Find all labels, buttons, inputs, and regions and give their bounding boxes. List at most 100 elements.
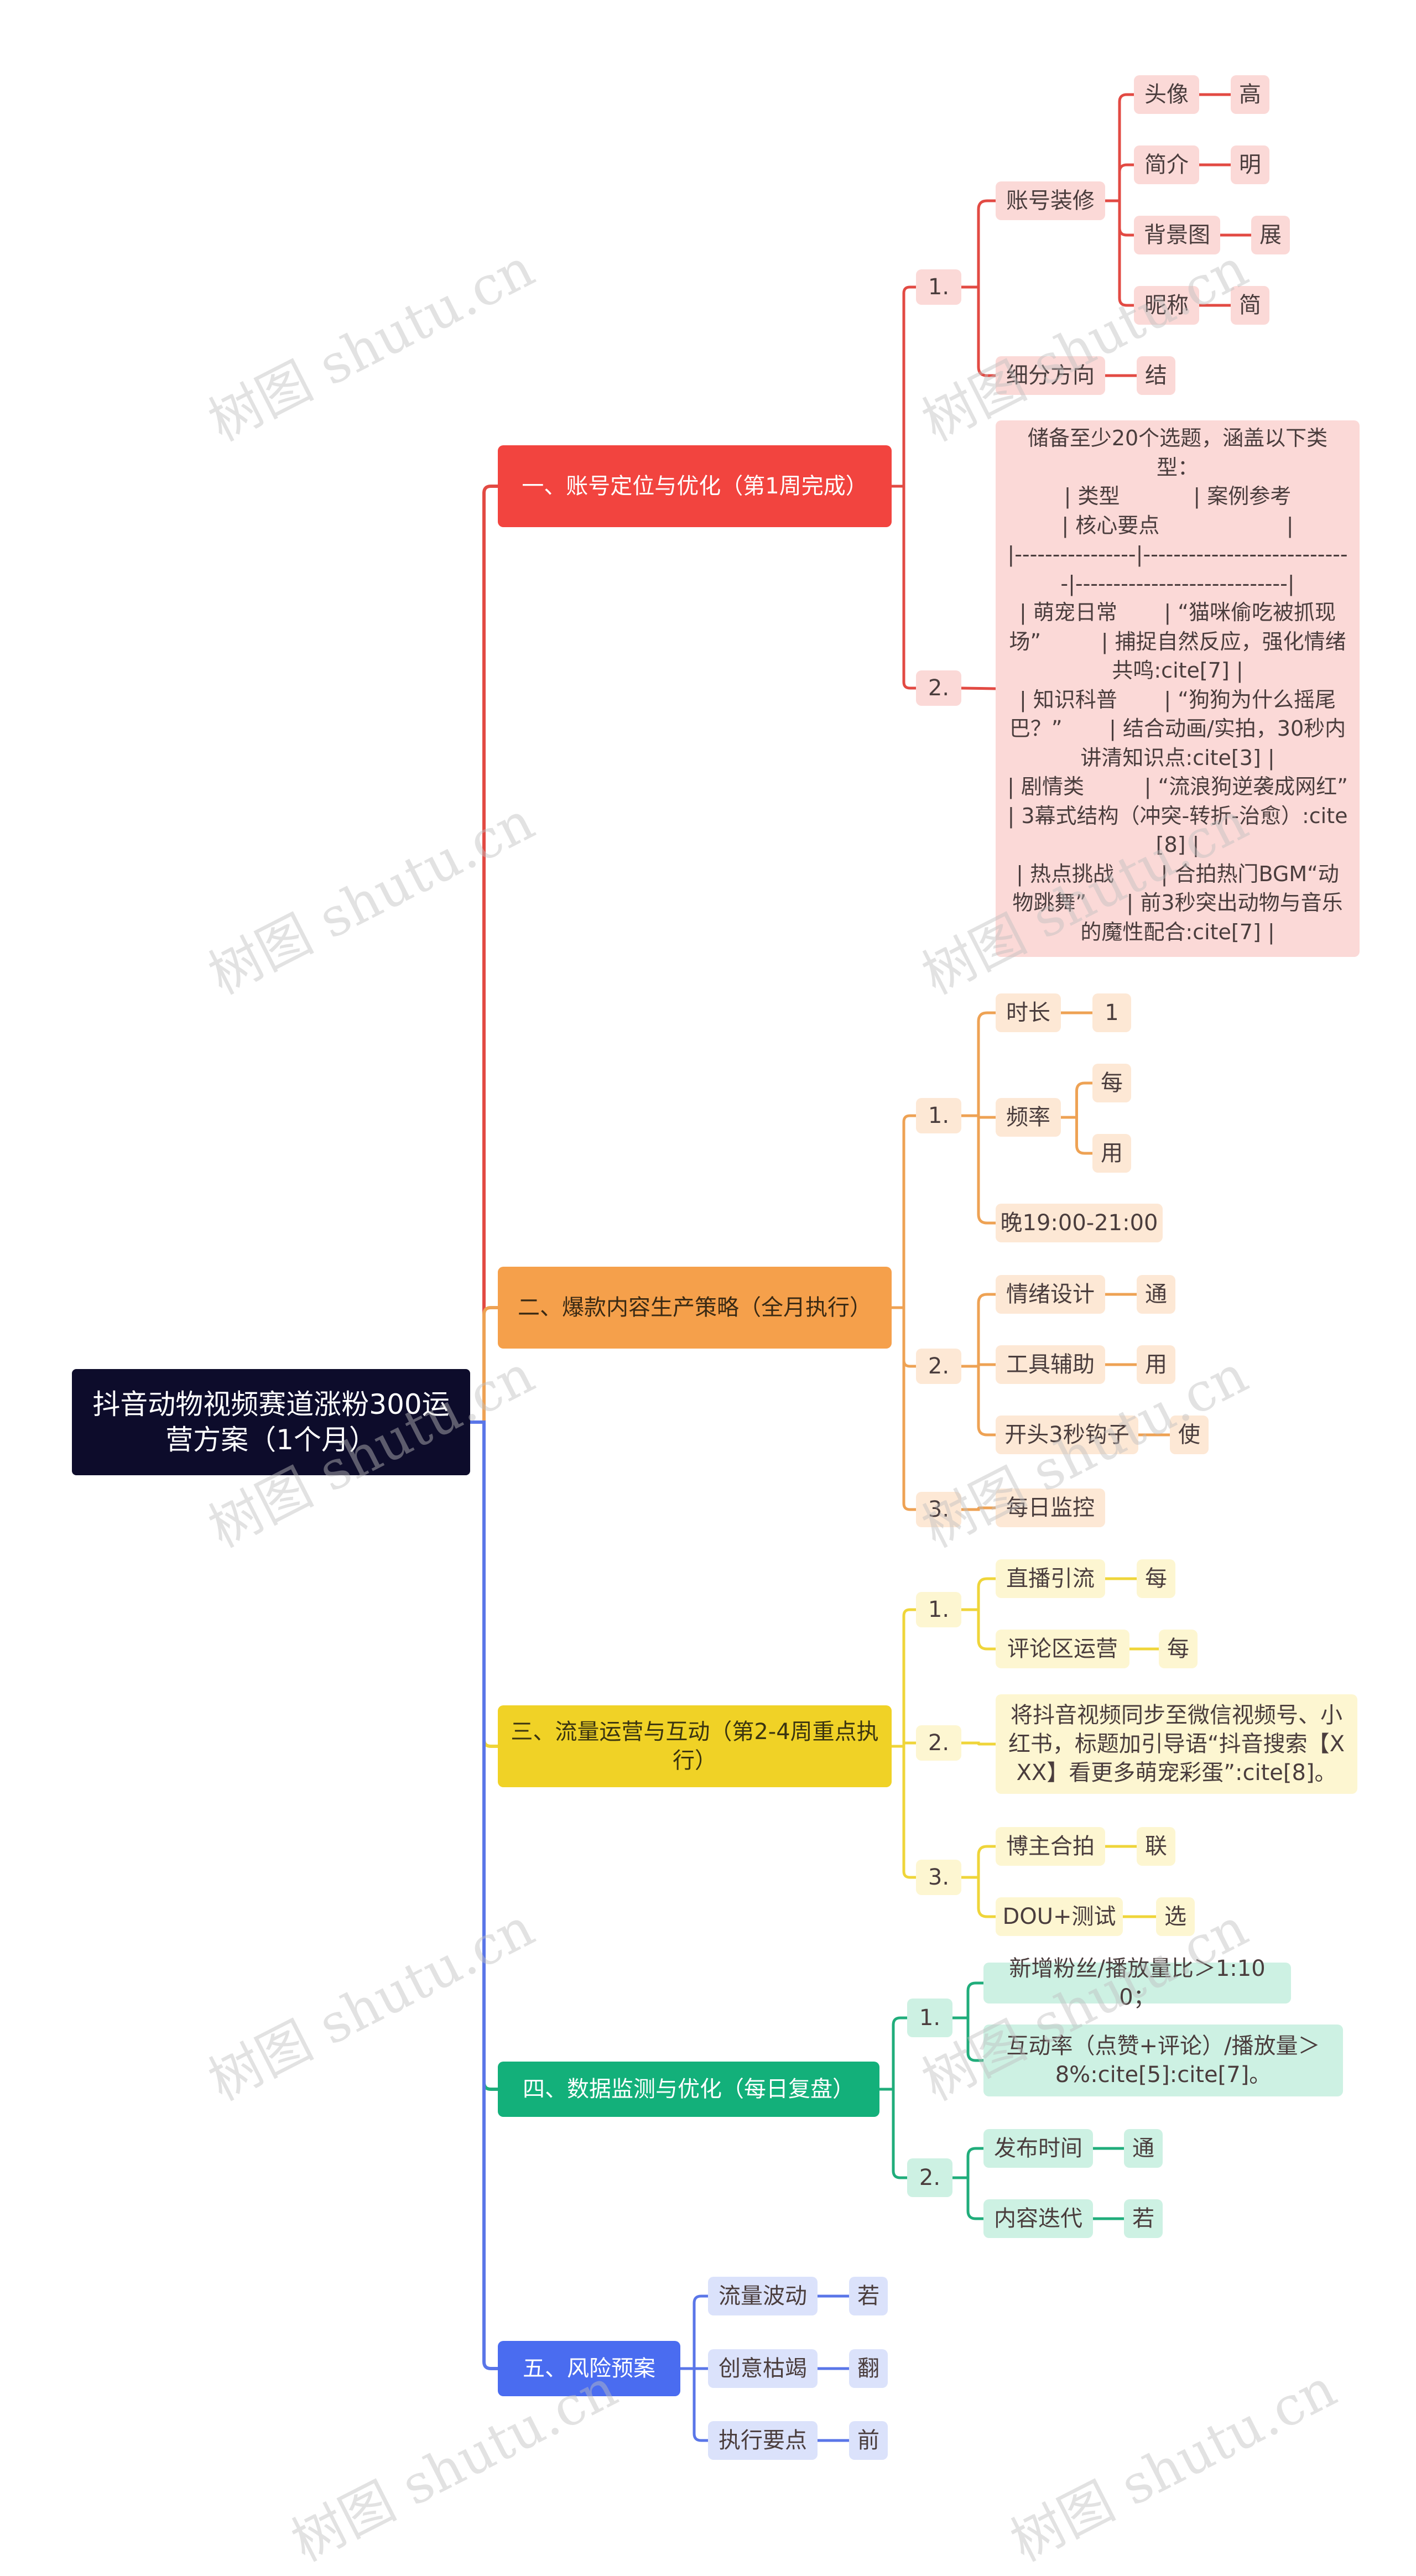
section-4-topic[interactable]: 四、数据监测与优化（每日复盘）	[498, 2062, 879, 2117]
connector-line	[878, 2016, 909, 2091]
connector-line	[878, 2088, 909, 2179]
section-5-node-level-2[interactable]: 执行要点	[708, 2421, 818, 2460]
section-1-node-level-5[interactable]: 简	[1231, 286, 1269, 325]
section-5-topic[interactable]: 五、风险预案	[498, 2341, 680, 2396]
connector-line	[960, 1876, 997, 1918]
section-3-node-level-2[interactable]: 1.	[916, 1592, 961, 1627]
connector-line	[960, 1011, 997, 1117]
section-2-node-level-2[interactable]: 2.	[916, 1349, 961, 1384]
connector-line	[1103, 93, 1136, 202]
section-4-node-level-3[interactable]: 新增粉丝/播放量比＞1:100；	[983, 1956, 1291, 2010]
section-3-topic[interactable]: 三、流量运营与互动（第2-4周重点执行）	[498, 1705, 892, 1787]
connector-line	[951, 2147, 985, 2179]
section-2-node-level-4[interactable]: 1	[1092, 993, 1131, 1032]
connector-line	[1059, 1081, 1094, 1119]
section-2-node-level-4[interactable]: 用	[1092, 1134, 1131, 1173]
root-topic[interactable]: 抖音动物视频赛道涨粉300运营方案（1个月）	[72, 1369, 470, 1475]
section-2-node-level-3[interactable]: 频率	[996, 1098, 1061, 1137]
section-4-node-level-2[interactable]: 2.	[907, 2158, 952, 2197]
section-1-node-level-4[interactable]: 昵称	[1134, 286, 1199, 325]
section-1-node-level-3[interactable]: 储备至少20个选题，涵盖以下类型： | 类型 | 案例参考 | 核心要点 | |…	[996, 420, 1360, 957]
connector-line	[679, 2367, 710, 2442]
connector-line	[960, 1741, 997, 1746]
connector-line	[960, 1608, 997, 1651]
connector-line	[960, 285, 997, 377]
section-2-node-level-2[interactable]: 3.	[916, 1492, 961, 1527]
section-5-node-level-2[interactable]: 流量波动	[708, 2277, 818, 2315]
mindmap-canvas: 抖音动物视频赛道涨粉300运营方案（1个月） 一、账号定位与优化（第1周完成） 1.…	[72, 75, 1360, 2573]
connector-line	[468, 1420, 499, 2370]
connector-line	[960, 1293, 997, 1368]
section-3-node-level-3[interactable]: 博主合拍	[996, 1827, 1105, 1866]
section-5-node-level-3[interactable]: 翻	[849, 2349, 888, 2388]
section-3-node-level-4[interactable]: 选	[1156, 1897, 1195, 1936]
connector-lines	[468, 93, 1253, 2442]
section-5-node-level-2[interactable]: 创意枯竭	[708, 2349, 818, 2388]
section-1-node-level-5[interactable]: 高	[1231, 75, 1269, 114]
section-3-node-level-4[interactable]: 联	[1137, 1827, 1175, 1866]
section-2-node-level-4[interactable]: 每	[1092, 1064, 1131, 1102]
connector-line	[679, 2294, 710, 2370]
section-1-node-level-2[interactable]: 1.	[916, 269, 961, 305]
section-3-node-level-3[interactable]: 评论区运营	[996, 1630, 1129, 1668]
section-1-node-level-4[interactable]: 简介	[1134, 145, 1199, 184]
section-2-node-level-4[interactable]: 使	[1170, 1416, 1209, 1454]
section-3-node-level-3[interactable]: 将抖音视频同步至微信视频号、小红书，标题加引导语“抖音搜索【XXX】看更多萌宠彩…	[996, 1694, 1357, 1794]
connector-line	[890, 485, 918, 690]
section-2-node-level-3[interactable]: 每日监控	[996, 1489, 1105, 1527]
connector-line	[890, 1114, 918, 1309]
section-3-node-level-4[interactable]: 每	[1159, 1630, 1198, 1668]
section-4-node-level-3[interactable]: 发布时间	[983, 2129, 1093, 2168]
section-2-node-level-4[interactable]: 用	[1137, 1345, 1175, 1384]
connector-line	[468, 485, 499, 1424]
section-1-topic[interactable]: 一、账号定位与优化（第1周完成）	[498, 445, 892, 527]
section-2-node-level-2[interactable]: 1.	[916, 1098, 961, 1133]
section-3-node-level-2[interactable]: 2.	[916, 1725, 961, 1761]
section-1-node-level-5[interactable]: 明	[1231, 145, 1269, 184]
connector-line	[890, 1608, 918, 1748]
section-2-node-level-3[interactable]: 工具辅助	[996, 1345, 1105, 1384]
connector-line	[960, 1577, 997, 1611]
section-5-node-level-3[interactable]: 前	[849, 2421, 888, 2460]
section-1-node-level-4[interactable]: 结	[1137, 356, 1175, 395]
connector-line	[960, 1506, 997, 1511]
connector-line	[890, 1306, 918, 1511]
connector-line	[1103, 199, 1136, 307]
section-4-node-level-3[interactable]: 互动率（点赞+评论）/播放量＞8%:cite[5]:cite[7]。	[983, 2025, 1343, 2096]
connector-line	[951, 2176, 985, 2220]
connector-line	[960, 686, 997, 690]
section-2-node-level-3[interactable]: 晚19:00-21:00	[996, 1204, 1163, 1242]
section-1-node-level-3[interactable]: 账号装修	[996, 181, 1105, 220]
section-1-node-level-5[interactable]: 展	[1251, 216, 1290, 254]
section-4-node-level-2[interactable]: 1.	[907, 1999, 952, 2037]
section-1-node-level-3[interactable]: 细分方向	[996, 356, 1105, 395]
connector-line	[890, 1745, 918, 1879]
section-2-node-level-3[interactable]: 时长	[996, 993, 1061, 1032]
connector-line	[890, 285, 918, 488]
section-3-node-level-3[interactable]: DOU+测试	[996, 1897, 1123, 1936]
section-3-node-level-4[interactable]: 每	[1137, 1559, 1175, 1598]
connector-line	[1103, 163, 1136, 202]
connector-line	[960, 1845, 997, 1879]
connector-line	[960, 1114, 997, 1225]
connector-line	[951, 1981, 985, 2020]
connector-line	[1059, 1116, 1094, 1155]
section-1-node-level-4[interactable]: 头像	[1134, 75, 1199, 114]
section-5-node-level-3[interactable]: 若	[849, 2277, 888, 2315]
section-2-node-level-3[interactable]: 情绪设计	[996, 1275, 1105, 1314]
section-3-node-level-2[interactable]: 3.	[916, 1860, 961, 1895]
connector-line	[960, 199, 997, 289]
connector-line	[960, 1365, 997, 1437]
section-2-node-level-3[interactable]: 开头3秒钩子	[996, 1416, 1138, 1454]
connector-line	[890, 1741, 918, 1748]
section-1-node-level-2[interactable]: 2.	[916, 670, 961, 706]
connector-line	[468, 1306, 499, 1424]
section-2-node-level-4[interactable]: 通	[1137, 1275, 1175, 1314]
section-4-node-level-4[interactable]: 若	[1124, 2199, 1163, 2238]
section-2-topic[interactable]: 二、爆款内容生产策略（全月执行）	[498, 1267, 892, 1349]
connector-line	[951, 2016, 985, 2062]
section-1-node-level-4[interactable]: 背景图	[1134, 216, 1220, 254]
section-4-node-level-3[interactable]: 内容迭代	[983, 2199, 1093, 2238]
section-4-node-level-4[interactable]: 通	[1124, 2129, 1163, 2168]
section-3-node-level-3[interactable]: 直播引流	[996, 1559, 1105, 1598]
